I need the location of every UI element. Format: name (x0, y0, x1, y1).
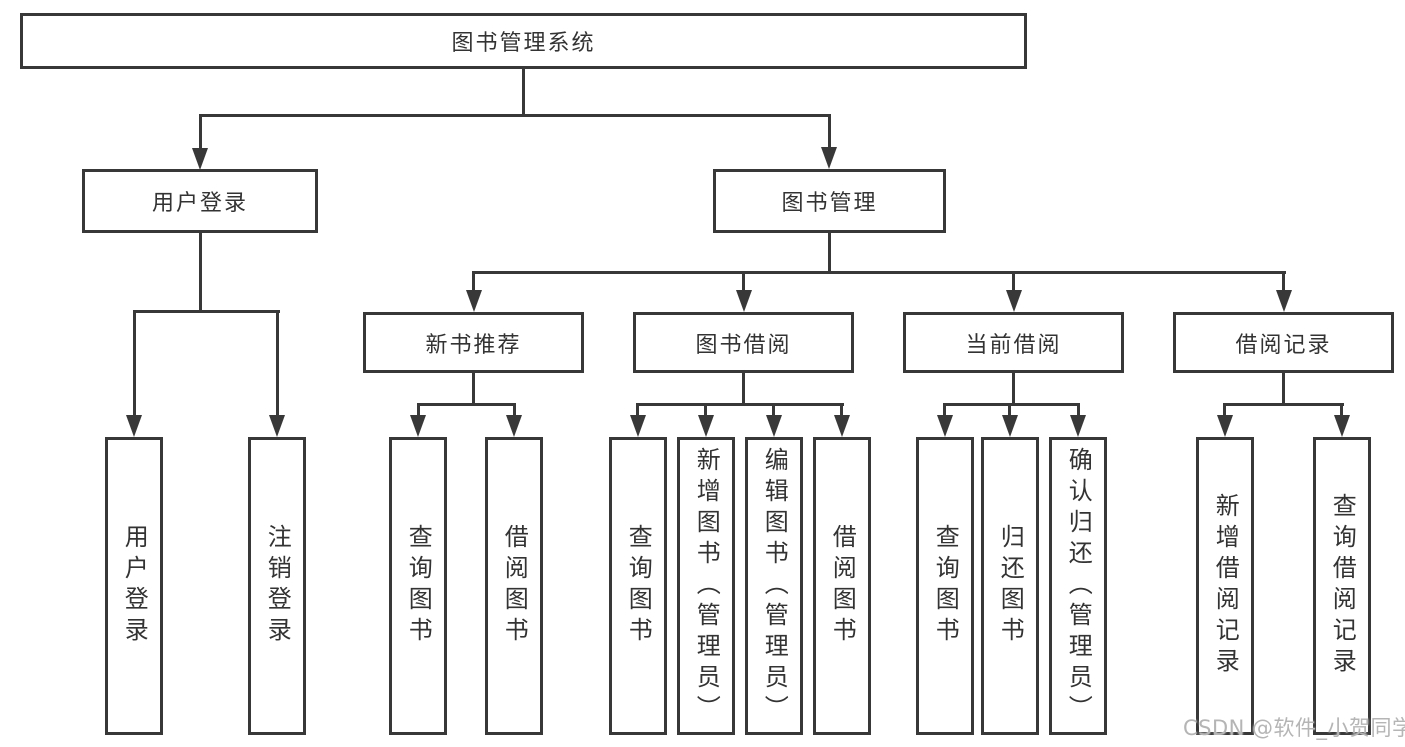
arrow-down-icon (192, 148, 208, 170)
connector-line (742, 271, 745, 291)
node-label: 借阅记录 (1235, 332, 1332, 358)
connector-line (943, 403, 1080, 406)
node-label: 编辑图书（管理员） (760, 446, 789, 726)
node-label: 用户登录 (120, 524, 149, 648)
node-label: 查询图书 (404, 524, 433, 648)
connector-line (472, 373, 475, 406)
connector-line (828, 233, 831, 274)
node-label: 借阅图书 (828, 524, 857, 648)
leaf-user-login: 用户登录 (105, 437, 163, 735)
arrow-down-icon (466, 290, 482, 312)
leaf-borrow-books: 借阅图书 (813, 437, 871, 735)
arrow-down-icon (698, 415, 714, 437)
connector-line (840, 403, 843, 417)
node-label: 确认归还（管理员） (1064, 446, 1093, 726)
arrow-down-icon (1217, 415, 1233, 437)
node-label: 图书管理 (781, 191, 878, 216)
arrow-down-icon (766, 415, 782, 437)
connector-line (199, 233, 202, 313)
arrow-down-icon (630, 415, 646, 437)
leaf-borrow-books-recommend: 借阅图书 (485, 437, 543, 735)
leaf-logout-login: 注销登录 (248, 437, 306, 735)
node-label: 查询图书 (624, 524, 653, 648)
connector-line (199, 114, 202, 150)
connector-line (742, 373, 745, 406)
leaf-query-books-current: 查询图书 (916, 437, 974, 735)
leaf-add-borrow-record: 新增借阅记录 (1196, 437, 1254, 735)
arrow-down-icon (126, 415, 142, 437)
node-label: 注销登录 (263, 524, 292, 648)
node-label: 借阅图书 (500, 524, 529, 648)
arrow-down-icon (269, 415, 285, 437)
arrow-down-icon (1006, 290, 1022, 312)
arrow-down-icon (410, 415, 426, 437)
node-label: 查询图书 (931, 524, 960, 648)
connector-line (1223, 403, 1226, 417)
connector-line (276, 310, 279, 416)
connector-line (1012, 373, 1015, 406)
connector-line (133, 310, 136, 416)
node-borrow-records: 借阅记录 (1173, 312, 1394, 373)
connector-line (1340, 403, 1343, 417)
arrow-down-icon (506, 415, 522, 437)
node-label: 归还图书 (996, 524, 1025, 648)
arrow-down-icon (821, 147, 837, 169)
connector-line (1012, 271, 1015, 291)
connector-line (417, 403, 420, 417)
connector-line (772, 403, 775, 417)
arrow-down-icon (1002, 415, 1018, 437)
node-label: 新书推荐 (425, 332, 522, 358)
arrow-down-icon (1334, 415, 1350, 437)
leaf-query-books-recommend: 查询图书 (389, 437, 447, 735)
leaf-return-books: 归还图书 (981, 437, 1039, 735)
connector-line (828, 114, 831, 148)
arrow-down-icon (1276, 290, 1292, 312)
node-library-management-system: 图书管理系统 (20, 13, 1027, 69)
connector-line (199, 114, 831, 117)
leaf-add-books-admin: 新增图书（管理员） (677, 437, 735, 735)
connector-line (1008, 403, 1011, 417)
connector-line (472, 271, 475, 291)
node-new-book-recommend: 新书推荐 (363, 312, 584, 373)
leaf-query-books: 查询图书 (609, 437, 667, 735)
connector-line (1077, 403, 1080, 417)
node-label: 当前借阅 (965, 332, 1062, 358)
connector-line (1282, 373, 1285, 406)
node-label: 图书管理系统 (451, 31, 596, 56)
connector-line (1282, 271, 1285, 291)
leaf-edit-books-admin: 编辑图书（管理员） (745, 437, 803, 735)
connector-line (513, 403, 516, 417)
connector-line (133, 310, 280, 313)
node-current-borrow: 当前借阅 (903, 312, 1124, 373)
arrow-down-icon (1070, 415, 1086, 437)
csdn-watermark: CSDN @软件_小贺同学 (1183, 716, 1405, 740)
connector-line (417, 403, 516, 406)
connector-line (1223, 403, 1344, 406)
connector-line (943, 403, 946, 417)
connector-line (472, 271, 1286, 274)
connector-line (636, 403, 639, 417)
arrow-down-icon (937, 415, 953, 437)
connector-line (636, 403, 844, 406)
arrow-down-icon (736, 290, 752, 312)
connector-line (704, 403, 707, 417)
node-label: 图书借阅 (695, 332, 792, 358)
connector-line (522, 69, 525, 116)
node-book-management: 图书管理 (713, 169, 946, 233)
node-label: 用户登录 (151, 191, 248, 216)
node-label: 新增图书（管理员） (692, 446, 721, 726)
node-user-login: 用户登录 (82, 169, 318, 233)
node-label: 新增借阅记录 (1211, 493, 1240, 679)
node-book-borrow: 图书借阅 (633, 312, 854, 373)
leaf-confirm-return-admin: 确认归还（管理员） (1049, 437, 1107, 735)
arrow-down-icon (834, 415, 850, 437)
node-label: 查询借阅记录 (1328, 493, 1357, 679)
leaf-query-borrow-record: 查询借阅记录 (1313, 437, 1371, 735)
